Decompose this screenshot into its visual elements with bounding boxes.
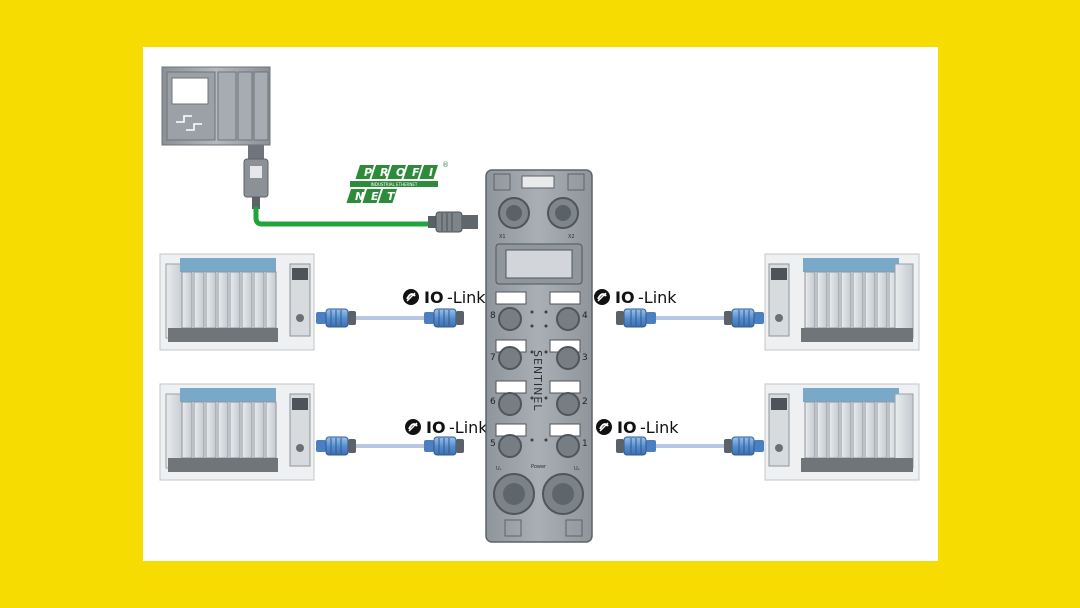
- io-connector-hub-right-bottom: [615, 436, 657, 456]
- registered-mark: ®: [442, 161, 449, 169]
- power-label: Uₛ: [496, 466, 502, 472]
- power-label: Power: [531, 464, 547, 470]
- valve-terminal-left-top: [159, 253, 315, 351]
- hub-io-ports: [495, 291, 581, 458]
- profinet-letter: O: [396, 166, 405, 179]
- io-link-master-hub: X1 X2: [485, 169, 593, 543]
- profinet-letter: F: [412, 166, 420, 179]
- profinet-tagline: INDUSTRIAL ETHERNET: [371, 182, 418, 187]
- svg-text:-Link: -Link: [447, 288, 486, 307]
- io-link-cables: [352, 316, 728, 448]
- svg-text:IO: IO: [426, 418, 446, 437]
- io-connector-right-top: [723, 308, 765, 328]
- svg-text:-Link: -Link: [640, 418, 679, 437]
- io-connector-hub-right-top: [615, 308, 657, 328]
- profinet-top-letters: P R O F I ®: [355, 161, 449, 179]
- port-number: 6: [490, 397, 496, 407]
- io-connector-right-bottom: [723, 436, 765, 456]
- io-link-label-right-top: IO -Link: [593, 288, 677, 307]
- hub-top-ports: X1 X2: [498, 197, 579, 240]
- svg-text:-Link: -Link: [638, 288, 677, 307]
- io-link-label-left-top: IO -Link: [402, 288, 486, 307]
- valve-terminal-right-top: [764, 253, 920, 351]
- port-number: 3: [582, 353, 588, 363]
- port-number: 7: [490, 353, 496, 363]
- ethernet-hub-connector: [428, 211, 478, 233]
- port-number: 1: [582, 439, 588, 449]
- hub-brand: SENTINEL: [531, 350, 544, 411]
- ethernet-cable: [253, 206, 435, 227]
- port-number: 5: [490, 439, 496, 449]
- io-connector-left-bottom: [315, 436, 357, 456]
- profinet-letter: E: [371, 190, 379, 203]
- svg-text:IO: IO: [424, 288, 444, 307]
- profinet-letter: T: [387, 190, 396, 203]
- io-link-icon: [402, 288, 420, 306]
- io-link-icon: [404, 418, 422, 436]
- svg-text:-Link: -Link: [449, 418, 488, 437]
- profinet-letter: R: [380, 166, 388, 179]
- ethernet-plug: [243, 145, 269, 209]
- profinet-bottom-letters: N E T: [346, 189, 397, 203]
- profinet-letter: N: [355, 190, 364, 203]
- svg-text:IO: IO: [615, 288, 635, 307]
- io-connector-hub-left-bottom: [423, 436, 465, 456]
- port-label-x2: X2: [568, 234, 575, 240]
- io-link-icon: [595, 418, 613, 436]
- io-connector-hub-left-top: [423, 308, 465, 328]
- power-label: Uₐ: [574, 466, 580, 472]
- profinet-letter: P: [364, 166, 372, 179]
- plc-controller: [161, 66, 271, 146]
- profinet-logo: P R O F I ® INDUSTRIAL ETHERNET N E T: [346, 161, 449, 203]
- port-label-x1: X1: [499, 234, 506, 240]
- io-link-label-right-bottom: IO -Link: [595, 418, 679, 437]
- io-connector-left-top: [315, 308, 357, 328]
- port-number: 2: [582, 397, 588, 407]
- io-link-icon: [593, 288, 611, 306]
- valve-terminal-right-bottom: [764, 383, 920, 481]
- port-number: 8: [490, 311, 496, 321]
- valve-terminal-left-bottom: [159, 383, 315, 481]
- profinet-letter: I: [429, 166, 433, 179]
- port-number: 4: [582, 311, 588, 321]
- svg-text:IO: IO: [617, 418, 637, 437]
- io-link-label-left-bottom: IO -Link: [404, 418, 488, 437]
